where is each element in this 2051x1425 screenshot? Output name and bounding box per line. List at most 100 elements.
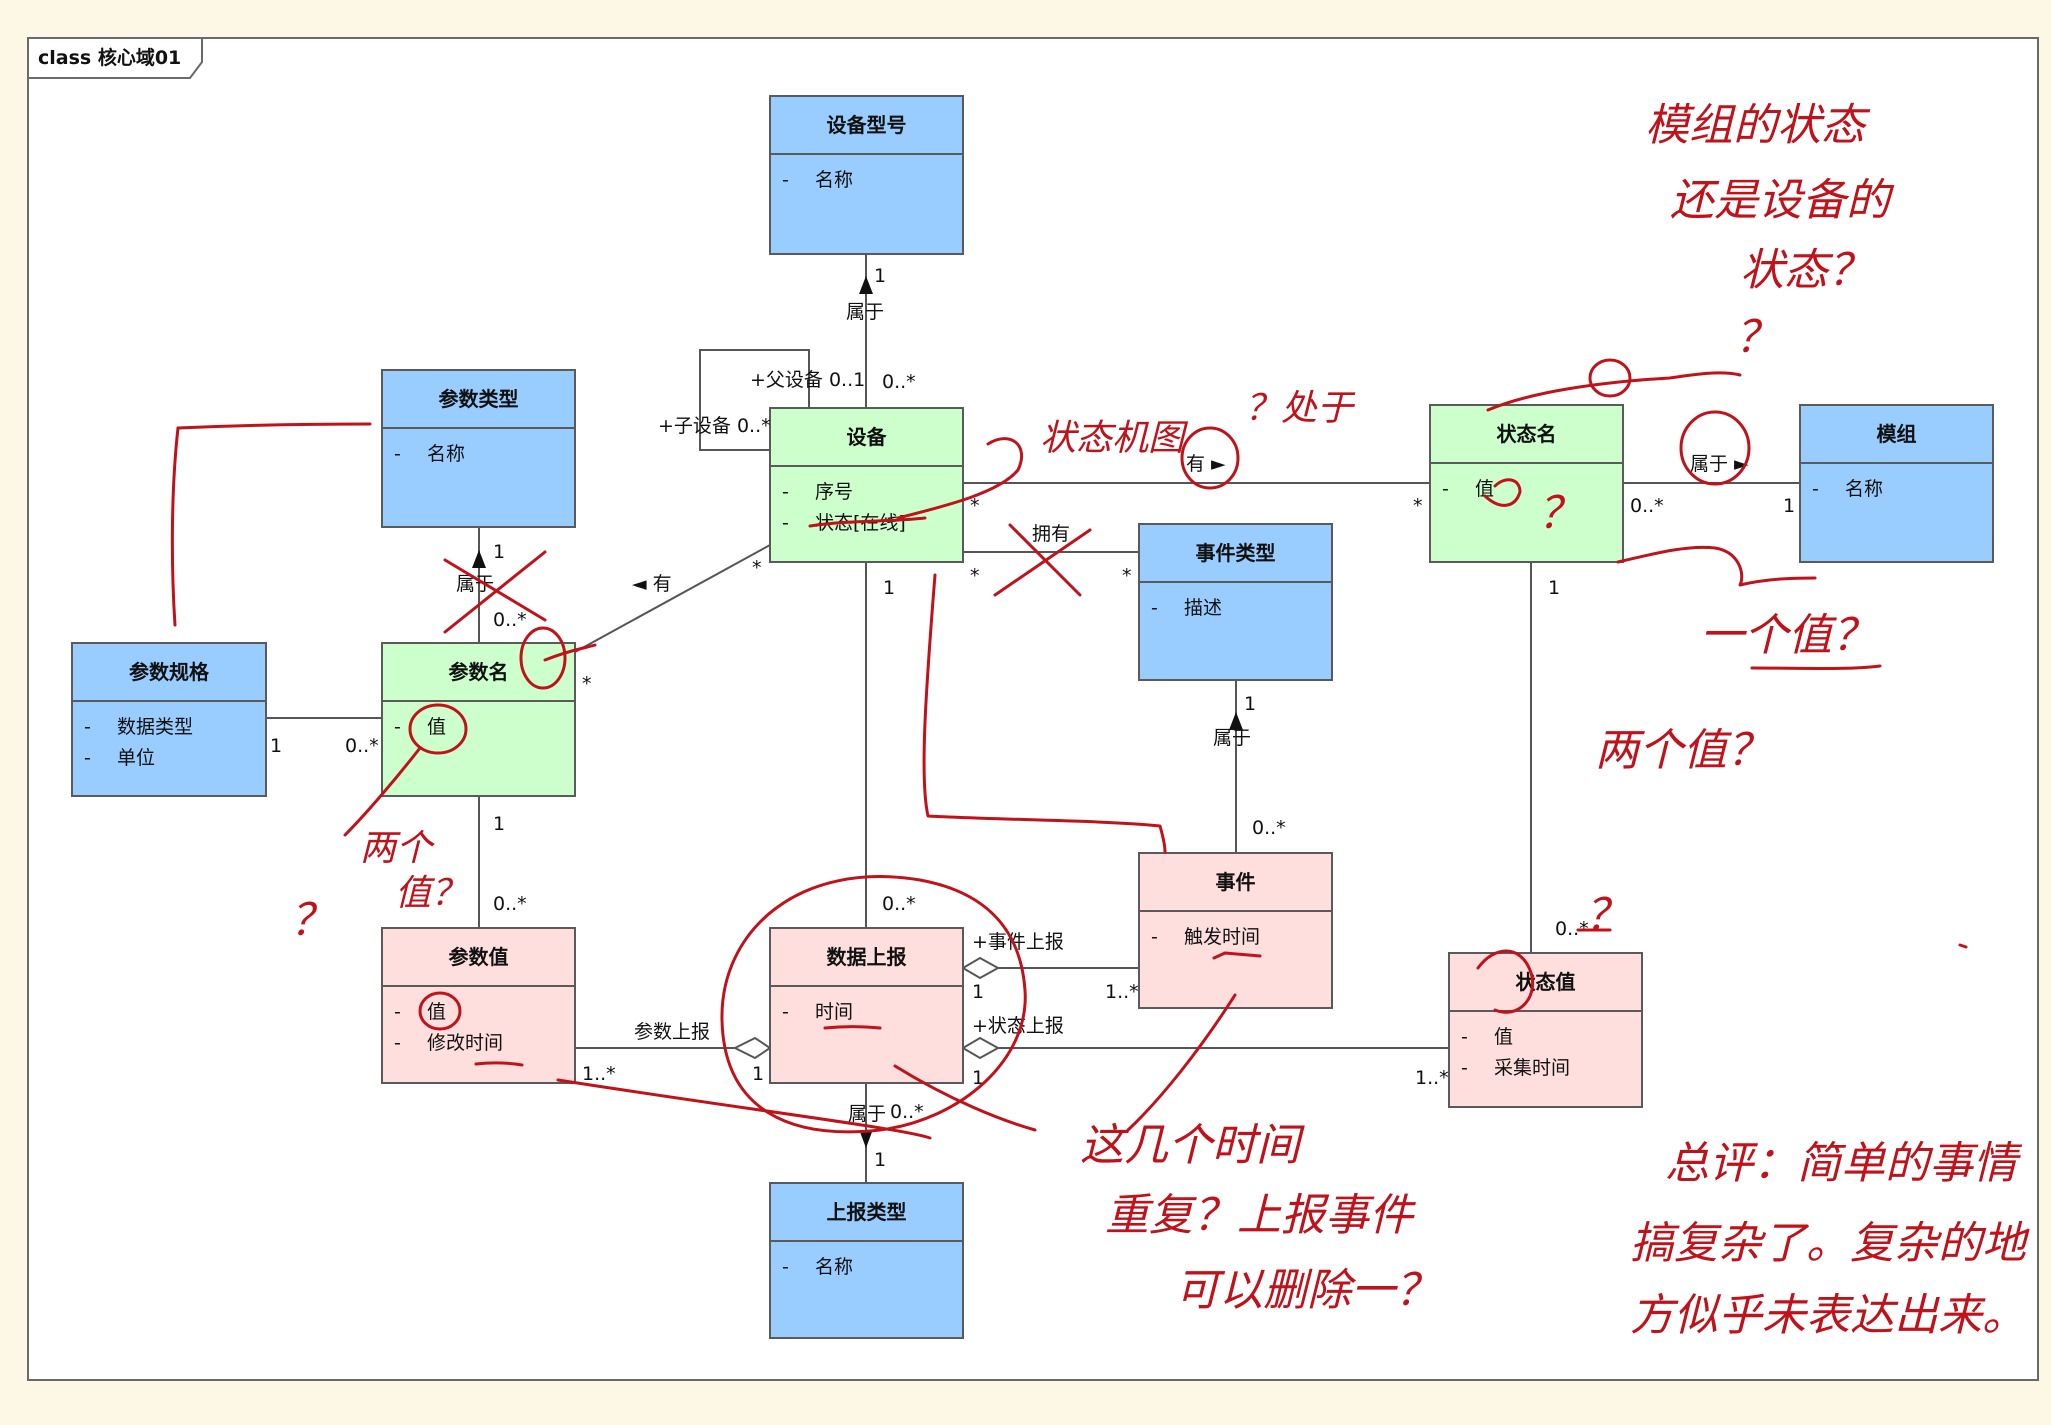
mult-many: * <box>970 565 980 587</box>
class-box <box>1799 404 1994 563</box>
ink-strike <box>808 516 927 528</box>
class-attribute: 采集时间 <box>1494 1057 1570 1079</box>
ink-underline <box>896 437 1024 520</box>
class-attribute: 值 <box>1494 1026 1513 1048</box>
class-box <box>381 927 576 1084</box>
ink-line <box>543 643 597 662</box>
mult-many: * <box>752 557 762 579</box>
ink-note-question-mark: ？ <box>1585 890 1629 941</box>
class-report-type[interactable]: 上报类型-名称 <box>769 1182 964 1339</box>
class-state-value[interactable]: 状态值-值-采集时间 <box>1448 952 1643 1108</box>
label-owns: 拥有 <box>1032 523 1070 545</box>
mult-zero-many: 0..* <box>882 371 916 393</box>
ink-underline <box>1212 951 1262 960</box>
class-box <box>1429 404 1624 563</box>
attribute-visibility: - <box>394 716 401 738</box>
class-device-model[interactable]: 设备型号-名称 <box>769 95 964 255</box>
mult-one: 1 <box>1548 577 1560 599</box>
ink-circle <box>1679 410 1751 486</box>
class-event[interactable]: 事件-触发时间 <box>1138 852 1333 1009</box>
line-self-assoc <box>699 349 810 451</box>
mult-zero-many: 0..* <box>890 1101 924 1123</box>
label-has: 有 ► <box>1186 453 1226 475</box>
label-state-report: +状态上报 <box>972 1015 1064 1037</box>
class-name: 参数规格 <box>129 660 210 684</box>
class-boxes: 设备型号-名称参数类型-名称设备-序号-状态[在线]状态名-值模组-名称事件类型… <box>71 95 1994 1339</box>
ink-line <box>1616 545 1817 587</box>
ink-circle <box>1180 426 1240 490</box>
attribute-visibility: - <box>84 716 91 738</box>
class-param-type[interactable]: 参数类型-名称 <box>381 369 576 528</box>
ink-cross-mark <box>443 550 547 634</box>
ink-underline <box>823 1025 882 1030</box>
class-attribute: 值 <box>1475 478 1494 500</box>
mult-one: 1 <box>874 265 886 287</box>
ink-circle <box>1476 949 1535 1014</box>
mult-one: 1 <box>493 541 505 563</box>
attribute-visibility: - <box>782 1256 789 1278</box>
mult-one: 1 <box>1783 495 1795 517</box>
attribute-visibility: - <box>782 169 789 191</box>
class-attribute: 修改时间 <box>427 1032 503 1054</box>
class-device[interactable]: 设备-序号-状态[在线] <box>769 407 964 563</box>
class-state-name[interactable]: 状态名-值 <box>1429 404 1624 563</box>
label-belongs: 属于 <box>456 573 494 595</box>
ink-note-summary: 方似乎未表达出来。 <box>1630 1290 2026 1341</box>
aggregation-diamond-event <box>961 956 1001 980</box>
mult-many: * <box>1122 565 1132 587</box>
ink-note-top-right: 模组的状态 <box>1645 100 1871 151</box>
mult-one: 1 <box>752 1063 764 1085</box>
class-name: 设备型号 <box>827 113 907 137</box>
class-attribute: 描述 <box>1184 597 1222 619</box>
label-belongs: 属于 <box>1213 727 1251 749</box>
connectors <box>266 254 1800 1183</box>
class-param-spec[interactable]: 参数规格-数据类型-单位 <box>71 642 267 797</box>
mult-one-many: 1..* <box>1415 1067 1449 1089</box>
attribute-visibility: - <box>1442 478 1449 500</box>
attribute-visibility: - <box>1461 1057 1468 1079</box>
class-param-name[interactable]: 参数名-值 <box>381 642 576 797</box>
class-param-value[interactable]: 参数值-值-修改时间 <box>381 927 576 1084</box>
ink-note-question-mark: ？ <box>290 895 334 946</box>
mult-zero-many: 0..* <box>1252 817 1286 839</box>
class-box <box>1138 852 1333 1009</box>
class-attribute: 时间 <box>815 1001 853 1023</box>
label-belongs-module: 属于 ► <box>1690 453 1749 475</box>
class-name: 模组 <box>1877 422 1917 446</box>
ink-note-two-values-left: 值？ <box>395 873 467 914</box>
class-attribute: 序号 <box>815 481 853 503</box>
class-name: 数据上报 <box>827 945 907 969</box>
attribute-visibility: - <box>1461 1026 1468 1048</box>
diagram-frame <box>27 37 2039 1381</box>
class-attribute: 名称 <box>1845 478 1883 500</box>
class-name: 参数值 <box>449 945 509 969</box>
ink-note-question-mark: ？ <box>1538 488 1582 539</box>
mult-many: * <box>970 495 980 517</box>
class-module[interactable]: 模组-名称 <box>1799 404 1994 563</box>
handwritten-annotations: 模组的状态 还是设备的 状态？ 状态机图 ？处于 ？ ？ 一个值？ 两个值？ ？… <box>170 100 2030 1341</box>
ink-cross-mark <box>993 523 1092 597</box>
ink-note-time-duplicate: 可以删除一？ <box>1175 1265 1439 1316</box>
ink-note-time-duplicate: 重复？上报事件 <box>1105 1190 1416 1241</box>
label-event-report: +事件上报 <box>972 931 1064 953</box>
class-data-report[interactable]: 数据上报-时间 <box>769 927 964 1084</box>
mult-zero-many: 0..* <box>882 893 916 915</box>
ink-line <box>1126 993 1237 1132</box>
label-belongs: 属于 <box>848 1103 886 1125</box>
ink-line <box>556 1078 932 1140</box>
class-box <box>1448 952 1643 1108</box>
mult-one: 1 <box>270 735 282 757</box>
ink-note-summary: 搞复杂了。复杂的地 <box>1630 1218 2030 1269</box>
arrow-up-icon <box>472 550 486 568</box>
attribute-visibility: - <box>394 1032 401 1054</box>
attribute-visibility: - <box>782 481 789 503</box>
class-event-type[interactable]: 事件类型-描述 <box>1138 523 1333 681</box>
ink-line <box>1486 371 1742 412</box>
class-attribute: 单位 <box>117 747 155 769</box>
attribute-visibility: - <box>1151 926 1158 948</box>
attribute-visibility: - <box>1151 597 1158 619</box>
mult-zero-many: 0..* <box>345 735 379 757</box>
attribute-visibility: - <box>782 512 789 534</box>
ink-line <box>893 1064 1037 1132</box>
